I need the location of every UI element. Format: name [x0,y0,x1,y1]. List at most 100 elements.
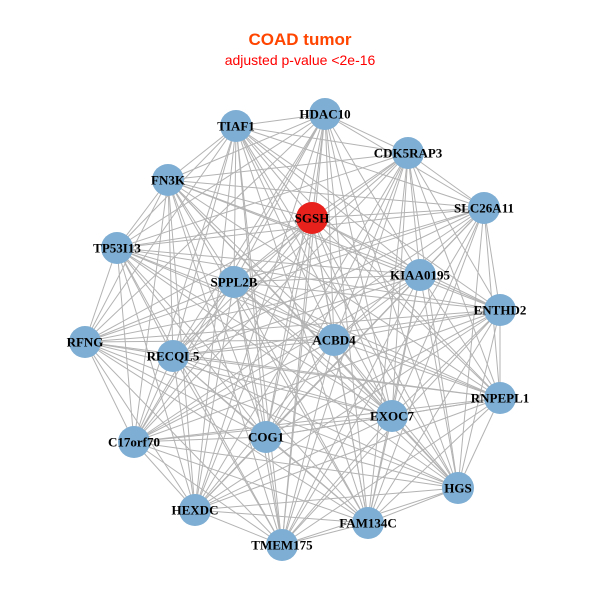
node-enthd2: ENTHD2 [474,294,526,326]
edge [333,274,421,341]
edge [311,152,409,219]
edge [116,247,135,443]
edge [116,247,283,546]
edge [133,152,409,443]
edge [84,341,459,489]
node-rnpepl1: RNPEPL1 [471,382,530,414]
edge [172,355,196,511]
edge [233,281,283,546]
edge [116,247,174,357]
node-label: ACBD4 [312,333,356,348]
edge [391,309,501,417]
edge [194,415,393,511]
edge [265,309,501,438]
edge [84,179,169,343]
edge [116,247,421,276]
edge [172,125,237,357]
edge [233,281,501,311]
node-label: SLC26A11 [454,201,514,216]
edge [233,281,459,489]
edge [281,207,485,546]
edge [324,113,369,524]
edge [333,339,501,399]
node-circle [318,324,350,356]
edge [265,436,369,524]
edge [265,339,335,438]
edge [324,113,421,276]
edge [233,281,369,524]
node-label: KIAA0195 [390,268,450,283]
edge [407,152,501,311]
edge [407,152,421,276]
edge [167,152,409,181]
edge [281,415,393,546]
node-label: C17orf70 [108,435,160,450]
node-circle [220,110,252,142]
node-circle [392,137,424,169]
node-exoc7: EXOC7 [370,400,415,432]
node-cog1: COG1 [248,421,284,453]
edge [84,274,421,343]
edge [391,415,459,489]
edge [84,113,326,343]
node-c17orf70: C17orf70 [108,426,160,458]
node-circle [69,326,101,358]
node-slc26a11: SLC26A11 [454,192,514,224]
edge [172,339,335,357]
node-fam134c: FAM134C [339,507,397,539]
edge [311,207,485,219]
edge [116,247,393,417]
edge [116,247,235,283]
node-circle [376,400,408,432]
node-label: TMEM175 [251,538,313,553]
node-hgs: HGS [442,472,474,504]
node-label: RECQL5 [147,349,200,364]
edge [367,397,501,524]
node-circle [218,266,250,298]
edge [116,247,369,524]
edge [194,487,459,511]
edge [116,152,409,249]
edge [84,341,283,546]
node-tp53i13: TP53I13 [93,232,141,264]
edge [167,179,459,489]
node-label: RFNG [67,335,104,350]
node-label: CDK5RAP3 [374,146,443,161]
node-hexdc: HEXDC [172,494,218,526]
edge [133,441,283,546]
node-label: EXOC7 [370,409,415,424]
edge [391,152,409,417]
edge [84,341,196,511]
edge [324,113,393,417]
edge [172,355,283,546]
edge [281,274,421,546]
edge [84,341,267,438]
edge [167,179,174,357]
edge [116,247,459,489]
edge [233,125,237,283]
node-label: FAM134C [339,516,397,531]
node-circle [484,294,516,326]
node-cdk5rap3: CDK5RAP3 [374,137,443,169]
node-label: TP53I13 [93,241,141,256]
edge [84,339,335,343]
node-fn3k: FN3K [151,164,186,196]
node-label: SGSH [295,211,330,226]
edge [233,113,326,283]
edge [172,113,326,357]
node-circle [442,472,474,504]
node-hdac10: HDAC10 [299,98,351,130]
edge [235,125,485,209]
node-tmem175: TMEM175 [251,529,313,561]
node-label: RNPEPL1 [471,391,530,406]
node-circle [404,259,436,291]
edge [265,152,409,438]
edge [133,397,501,443]
edge [194,397,501,511]
edge [333,339,369,524]
edge [133,309,501,443]
node-label: TIAF1 [217,119,255,134]
node-circle [157,340,189,372]
